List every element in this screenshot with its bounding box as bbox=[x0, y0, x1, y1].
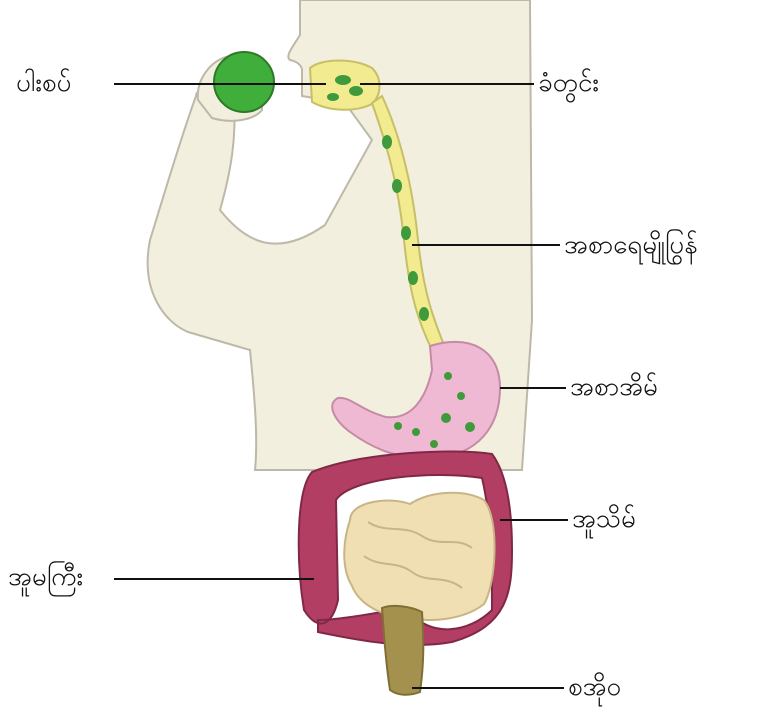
mouth-cavity-shape bbox=[310, 61, 380, 110]
apple bbox=[214, 52, 274, 112]
rectum-shape bbox=[382, 606, 423, 695]
small-intestine-shape bbox=[344, 493, 494, 620]
label-esophagus: အစာရေမျိုပြွန် bbox=[564, 232, 698, 258]
label-small-intestine: အူသိမ် bbox=[572, 506, 636, 532]
label-mouth-cavity: ခံတွင်း bbox=[538, 70, 599, 96]
label-stomach: အစာအိမ် bbox=[570, 374, 658, 400]
label-rectum: စအိုဝ bbox=[568, 674, 621, 700]
label-cheek: ပါးစပ် bbox=[16, 70, 71, 96]
label-large-intestine: အူမကြီး bbox=[8, 564, 83, 590]
